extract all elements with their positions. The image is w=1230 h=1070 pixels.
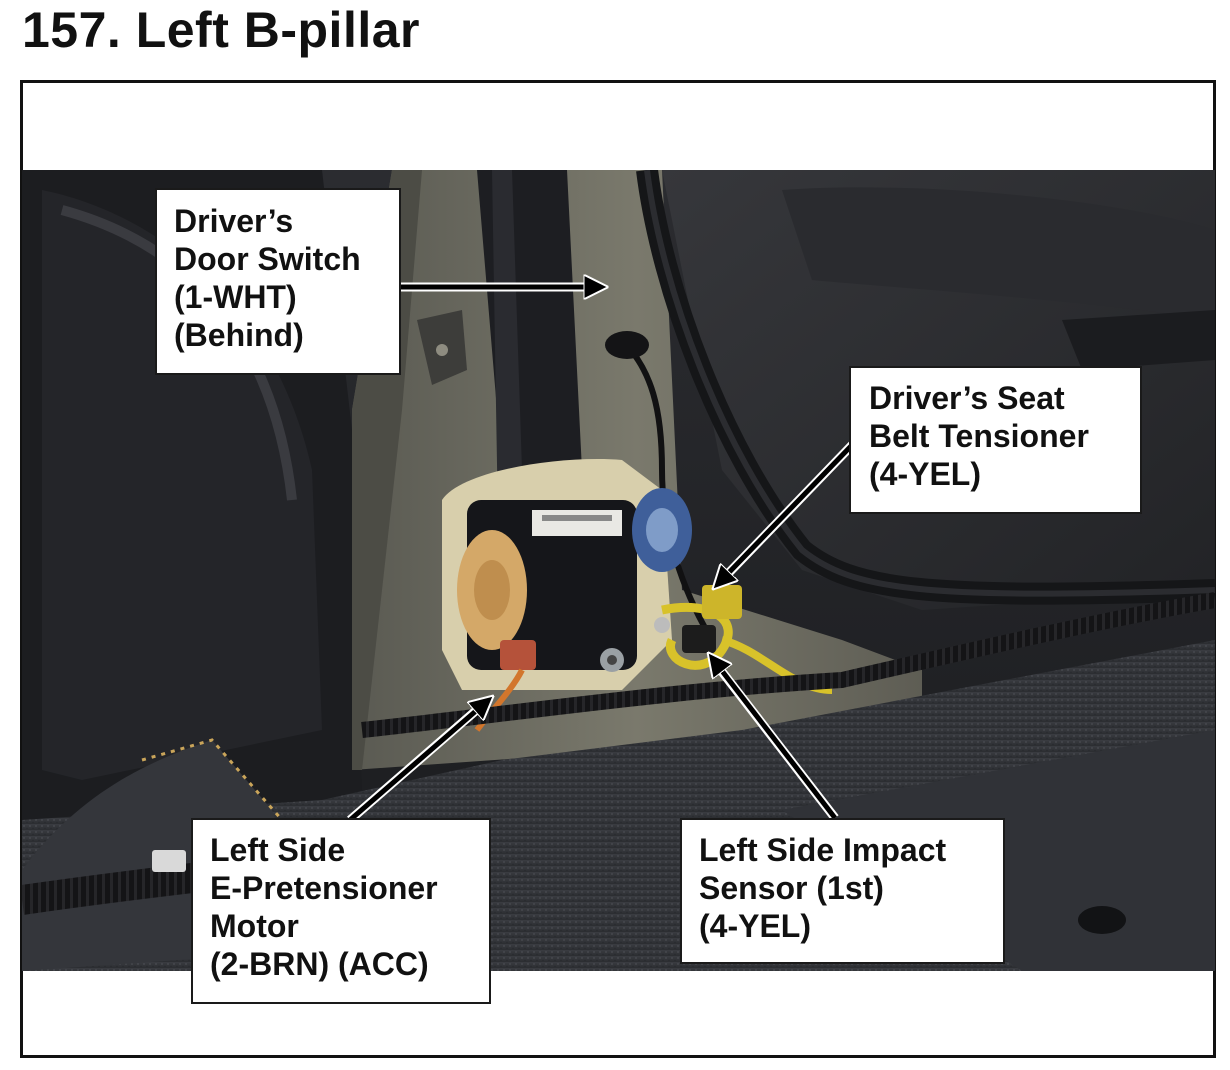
callout-line: Driver’s (174, 203, 294, 239)
callout-line: Motor (210, 908, 299, 944)
callout-line: Left Side (210, 832, 346, 868)
callout-line: Sensor (1st) (699, 870, 884, 906)
callout-impact-sensor: Left Side Impact Sensor (1st) (4-YEL) (680, 818, 1005, 964)
page-title: 157. Left B-pillar (22, 2, 420, 58)
callout-line: Driver’s Seat (869, 380, 1065, 416)
callout-line: (4-YEL) (699, 908, 811, 944)
callout-line: (2-BRN) (ACC) (210, 946, 429, 982)
callout-line: Left Side Impact (699, 832, 947, 868)
callout-door-switch: Driver’s Door Switch (1-WHT) (Behind) (155, 188, 401, 375)
callout-line: E-Pretensioner (210, 870, 438, 906)
callout-line: Belt Tensioner (869, 418, 1089, 454)
callout-line: (4-YEL) (869, 456, 981, 492)
callout-seat-belt-tensioner: Driver’s Seat Belt Tensioner (4-YEL) (849, 366, 1142, 514)
callout-line: Door Switch (174, 241, 361, 277)
callout-e-pretensioner-motor: Left Side E-Pretensioner Motor (2-BRN) (… (191, 818, 491, 1004)
callout-line: (Behind) (174, 317, 304, 353)
callout-line: (1-WHT) (174, 279, 297, 315)
